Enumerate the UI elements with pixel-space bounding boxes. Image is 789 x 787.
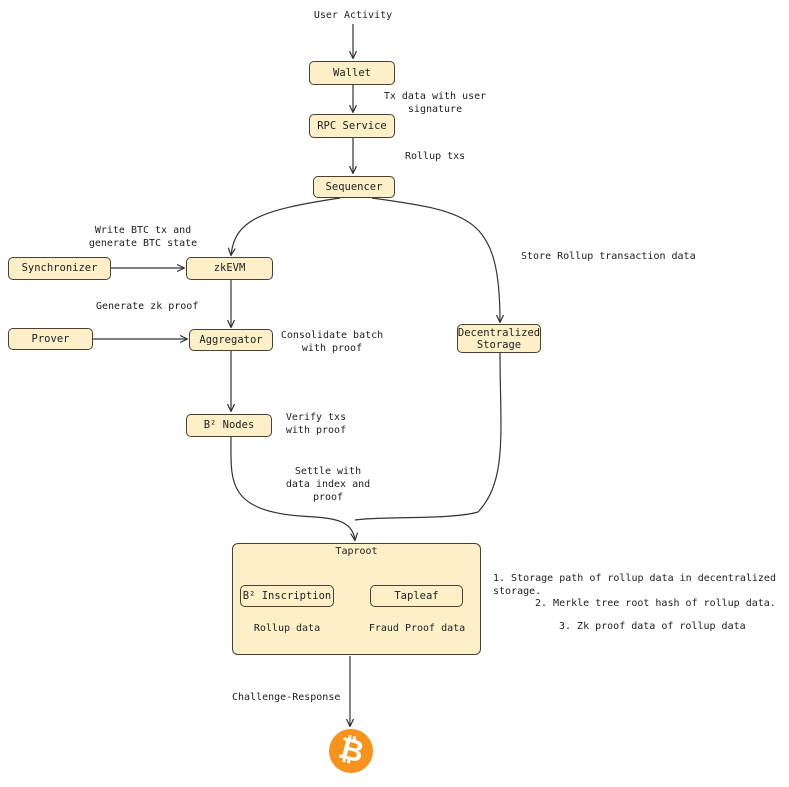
write-btc-label: Write BTC tx and generate BTC state [88, 225, 198, 249]
tapleaf-label: Tapleaf [394, 590, 439, 602]
note-3: 3. Zk proof data of rollup data [559, 621, 746, 632]
user-activity-label: User Activity [313, 10, 393, 21]
sequencer-node: Sequencer [313, 176, 395, 198]
edge-b2nodes-to-taproot [230, 436, 355, 540]
decentralized-storage-label: Decentralized Storage [457, 326, 541, 351]
edge-storage-to-taproot [354, 352, 502, 521]
challenge-response-label: Challenge-Response [232, 692, 341, 703]
aggregator-node: Aggregator [189, 329, 273, 351]
rollup-data-label: Rollup data [253, 623, 321, 634]
consolidate-label: Consolidate batch with proof [280, 330, 384, 354]
settle-label: Settle with data index and proof [285, 466, 371, 503]
edge-sequencer-to-zkevm [231, 197, 341, 255]
note-2: 2. Merkle tree root hash of rollup data. [535, 598, 776, 609]
synchronizer-label: Synchronizer [21, 262, 98, 274]
note-1: 1. Storage path of rollup data in decent… [493, 573, 776, 597]
synchronizer-node: Synchronizer [8, 257, 111, 280]
zkevm-node: zkEVM [186, 257, 273, 280]
zkevm-label: zkEVM [213, 262, 246, 274]
b2-nodes-node: B² Nodes [186, 414, 272, 437]
rpc-service-label: RPC Service [317, 119, 387, 132]
wallet-label: Wallet [333, 66, 371, 79]
sequencer-label: Sequencer [325, 180, 383, 193]
prover-node: Prover [8, 328, 93, 350]
tx-data-label: Tx data with user signature [383, 91, 487, 115]
b2-inscription-label: B² Inscription [242, 590, 332, 602]
wallet-node: Wallet [309, 61, 395, 85]
verify-txs-label: Verify txs with proof [285, 412, 347, 436]
aggregator-label: Aggregator [199, 333, 263, 346]
bitcoin-icon: ₿ [329, 729, 373, 773]
b2-inscription-node: B² Inscription [240, 585, 334, 607]
rollup-txs-label: Rollup txs [405, 151, 466, 162]
b2-nodes-label: B² Nodes [203, 419, 255, 431]
taproot-title: Taproot [335, 546, 378, 557]
tapleaf-node: Tapleaf [370, 585, 463, 607]
generate-zk-label: Generate zk proof [96, 301, 199, 312]
prover-label: Prover [31, 332, 70, 345]
taproot-container: Taproot B² Inscription Tapleaf Rollup da… [232, 543, 481, 655]
edge-sequencer-to-storage [371, 197, 500, 322]
store-rollup-label: Store Rollup transaction data [521, 251, 696, 262]
rpc-service-node: RPC Service [309, 114, 395, 138]
decentralized-storage-node: Decentralized Storage [457, 324, 541, 353]
fraud-proof-label: Fraud Proof data [368, 623, 466, 634]
